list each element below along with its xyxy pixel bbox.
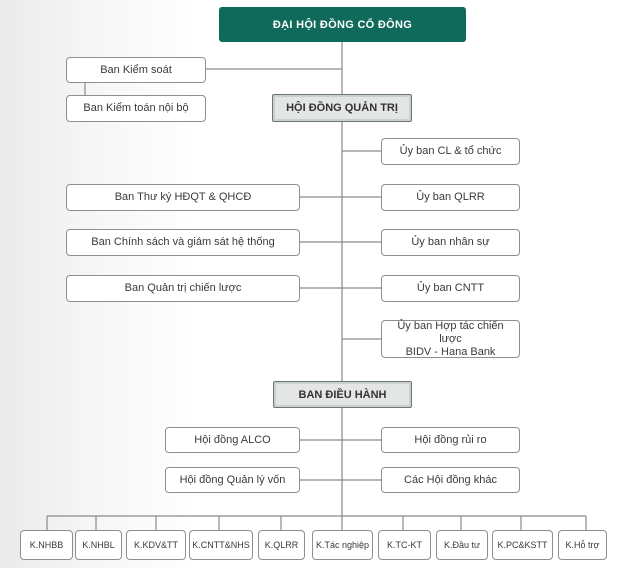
division-kdv-tt: K.KDV&TT (126, 530, 186, 560)
division-pc-kstt: K.PC&KSTT (492, 530, 553, 560)
division-dau-tu: K.Đầu tư (436, 530, 488, 560)
division-nhbb: K.NHBB (20, 530, 73, 560)
other-councils: Các Hội đồng khác (381, 467, 520, 493)
committee-it: Ủy ban CNTT (381, 275, 520, 302)
coop-committee-line-2: BIDV - Hana Bank (405, 345, 496, 358)
committee-strategy-organization: Ủy ban CL & tổ chức (381, 138, 520, 165)
alco-council: Hội đồng ALCO (165, 427, 300, 453)
division-tc-kt: K.TC-KT (378, 530, 431, 560)
division-qlrr: K.QLRR (258, 530, 305, 560)
board-of-directors: HỘI ĐỒNG QUẢN TRỊ (272, 94, 412, 122)
policy-supervision-board: Ban Chính sách và giám sát hệ thống (66, 229, 300, 256)
board-secretariat: Ban Thư ký HĐQT & QHCĐ (66, 184, 300, 211)
committee-risk-management: Ủy ban QLRR (381, 184, 520, 211)
coop-committee-line-1: Ủy ban Hợp tác chiến lược (397, 319, 504, 345)
division-tac-nghiep: K.Tác nghiệp (312, 530, 373, 560)
supervisory-board: Ban Kiểm soát (66, 57, 206, 83)
executive-board: BAN ĐIỀU HÀNH (273, 381, 412, 408)
committee-strategic-cooperation: Ủy ban Hợp tác chiến lược BIDV - Hana Ba… (381, 320, 520, 358)
division-cntt-nhs: K.CNTT&NHS (189, 530, 253, 560)
strategic-management-board: Ban Quản trị chiến lược (66, 275, 300, 302)
committee-personnel: Ủy ban nhân sự (381, 229, 520, 256)
division-ho-tro: K.Hỗ trợ (558, 530, 607, 560)
internal-audit-board: Ban Kiểm toán nội bộ (66, 95, 206, 122)
division-nhbl: K.NHBL (75, 530, 122, 560)
risk-council: Hội đồng rủi ro (381, 427, 520, 453)
general-shareholders-meeting: ĐẠI HỘI ĐỒNG CỔ ĐÔNG (219, 7, 466, 42)
capital-management-council: Hội đồng Quản lý vốn (165, 467, 300, 493)
